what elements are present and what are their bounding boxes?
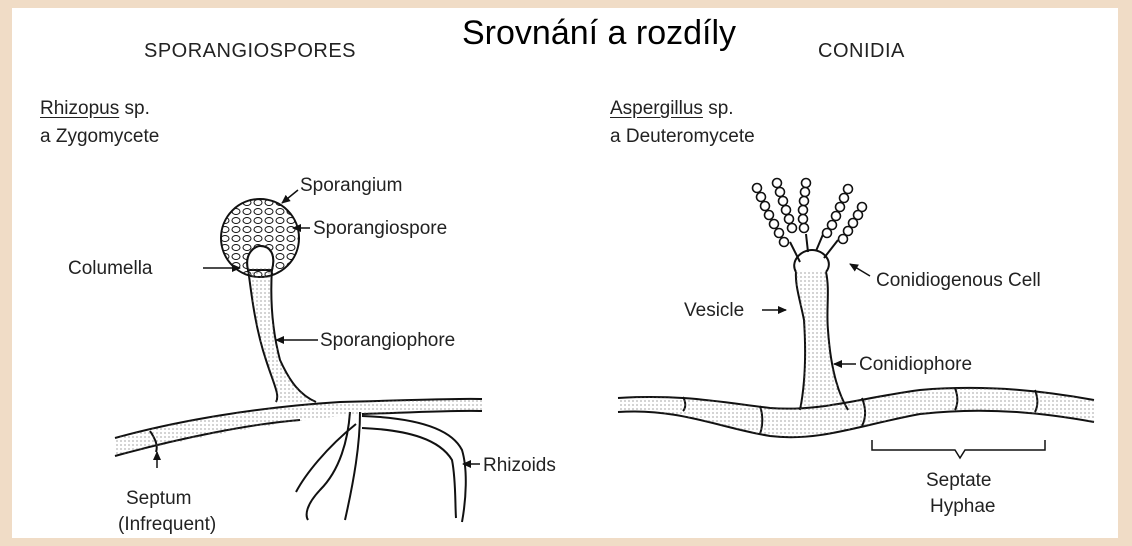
sporangiophore-label: Sporangiophore [320, 330, 455, 352]
septum-label: Septum [126, 488, 191, 510]
conidiogenous-cell-arrow [850, 264, 870, 276]
aspergillus-genus: Aspergillus [610, 98, 703, 119]
septate-hyphae-brace [872, 440, 1045, 458]
conidiophore-label: Conidiophore [859, 354, 972, 376]
vesicle-label: Vesicle [684, 300, 744, 322]
rhizoids-label: Rhizoids [483, 455, 556, 477]
rhizoid-4 [362, 416, 466, 522]
page-title: Srovnání a rozdíly [462, 14, 736, 53]
sporangiospore-label: Sporangiospore [313, 218, 447, 240]
septate-label: Septate [926, 470, 992, 492]
hyphae-label: Hyphae [930, 496, 996, 518]
deuteromycete-label: a Deuteromycete [610, 126, 755, 148]
septum-note-label: (Infrequent) [118, 514, 216, 536]
sporangiospores-heading: SPORANGIOSPORES [144, 40, 356, 63]
rhizopus-genus: Rhizopus [40, 98, 119, 119]
rhizopus-name: Rhizopus sp. [40, 98, 150, 120]
zygomycete-label: a Zygomycete [40, 126, 159, 148]
aspergillus-name: Aspergillus sp. [610, 98, 734, 120]
sporangium-arrow [282, 190, 298, 203]
conidia-chains [753, 179, 867, 247]
rhizoid-5 [362, 428, 456, 518]
sporangium-label: Sporangium [300, 175, 402, 197]
conidia-heading: CONIDIA [818, 40, 905, 63]
columella-label: Columella [68, 258, 152, 280]
conidiogenous-cell-label: Conidiogenous Cell [876, 270, 1041, 292]
rhizopus-suffix: sp. [119, 98, 150, 119]
rhizopus-illustration [115, 246, 482, 522]
columella-fill [247, 246, 273, 270]
aspergillus-suffix: sp. [703, 98, 734, 119]
